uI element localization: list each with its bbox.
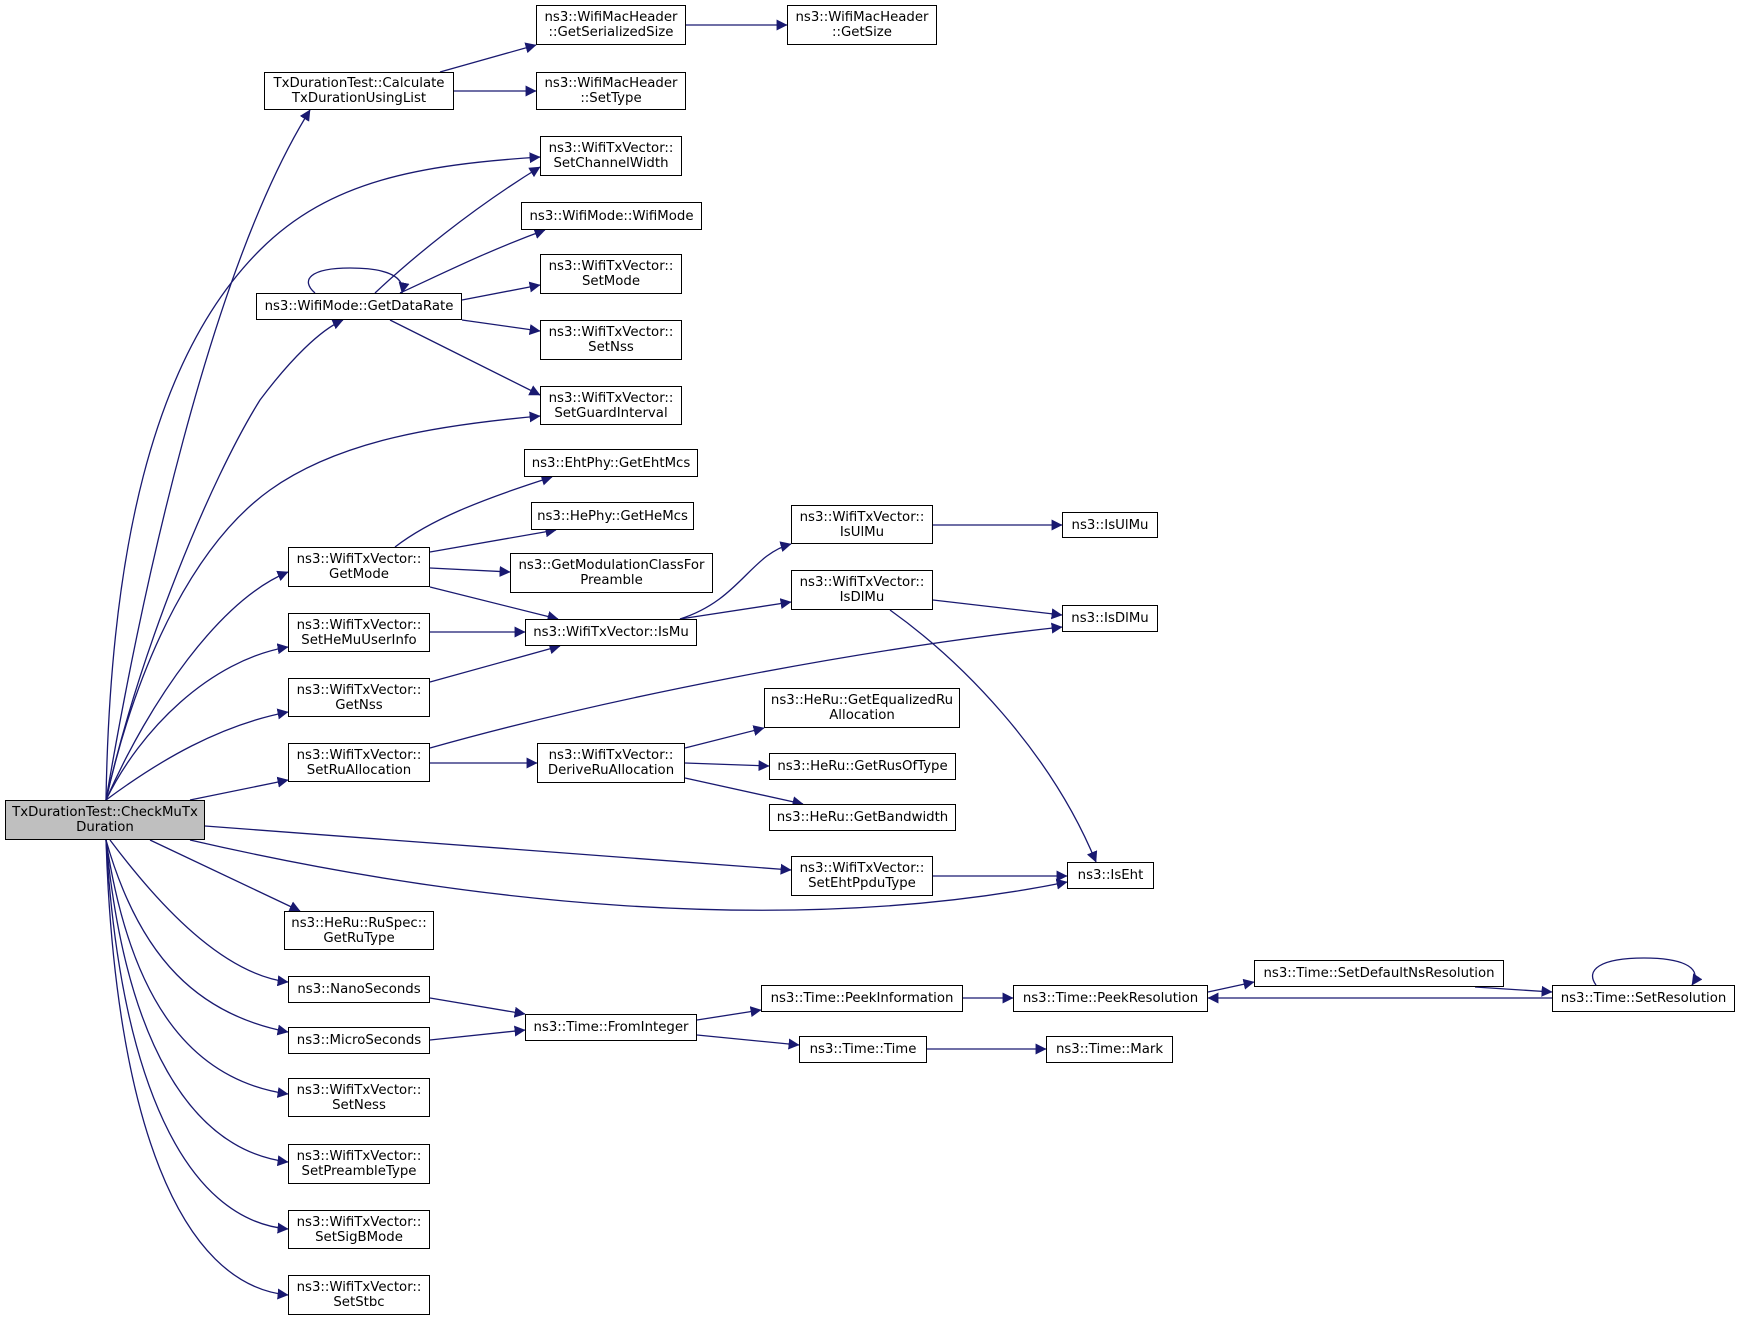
edge-peekres-to-setdefres <box>1207 978 1255 993</box>
node-frominteger[interactable]: ns3::Time::FromInteger <box>525 1014 697 1041</box>
edge-check-to-getmode <box>105 570 289 801</box>
node-getrus[interactable]: ns3::HeRu::GetRusOfType <box>769 753 956 780</box>
edge-frominteger-to-timetime <box>696 1034 800 1050</box>
edges-layer <box>105 19 1703 1300</box>
edge-check-to-setehtppdu <box>204 825 792 875</box>
edge-tvisdlmu-to-iseht <box>889 609 1098 863</box>
node-setdefres[interactable]: ns3::Time::SetDefaultNsResolution <box>1254 960 1504 987</box>
edge-check-to-iseht <box>189 839 1068 911</box>
node-getsize[interactable]: ns3::WifiMacHeader ::GetSize <box>787 5 937 45</box>
node-setmode[interactable]: ns3::WifiTxVector:: SetMode <box>540 254 682 294</box>
node-setsigb[interactable]: ns3::WifiTxVector:: SetSigBMode <box>288 1210 430 1249</box>
node-deriveru[interactable]: ns3::WifiTxVector:: DeriveRuAllocation <box>537 743 685 783</box>
node-setnss[interactable]: ns3::WifiTxVector:: SetNss <box>540 320 682 360</box>
edge-ismu-to-tvisdlmu <box>679 598 792 620</box>
edge-getdr-to-getdr <box>307 267 410 294</box>
node-setru[interactable]: ns3::WifiTxVector:: SetRuAllocation <box>288 743 430 782</box>
node-timetime[interactable]: ns3::Time::Time <box>799 1036 927 1063</box>
node-isdlmu[interactable]: ns3::IsDlMu <box>1062 605 1158 632</box>
edge-getnss-to-ismu <box>429 643 561 683</box>
edge-check-to-setstbc <box>105 839 289 1300</box>
edge-check-to-setsigb <box>105 839 289 1234</box>
edge-ismu-to-tvisulmu <box>679 541 792 620</box>
node-timemark[interactable]: ns3::Time::Mark <box>1046 1036 1173 1063</box>
node-getnss[interactable]: ns3::WifiTxVector:: GetNss <box>288 678 430 717</box>
node-setpreamble[interactable]: ns3::WifiTxVector:: SetPreambleType <box>288 1144 430 1184</box>
edge-check-to-setru <box>189 776 289 801</box>
node-wifimode[interactable]: ns3::WifiMode::WifiMode <box>521 202 702 230</box>
edge-check-to-setheuser <box>105 643 289 801</box>
node-setehtppdu[interactable]: ns3::WifiTxVector:: SetEhtPpduType <box>791 856 933 896</box>
edge-setres-to-setres <box>1591 957 1703 986</box>
edge-check-to-getdr <box>105 319 344 801</box>
node-nanosec[interactable]: ns3::NanoSeconds <box>288 976 430 1003</box>
node-setgi[interactable]: ns3::WifiTxVector:: SetGuardInterval <box>540 386 682 425</box>
edge-tvisdlmu-to-isdlmu <box>932 599 1063 620</box>
edge-check-to-nanosec <box>109 839 289 987</box>
node-getmode[interactable]: ns3::WifiTxVector:: GetMode <box>288 547 430 587</box>
edge-check-to-setpreamble <box>105 839 289 1167</box>
node-getbw[interactable]: ns3::HeRu::GetBandwidth <box>769 804 956 831</box>
node-getmodclass[interactable]: ns3::GetModulationClassFor Preamble <box>510 553 713 593</box>
edge-getdr-to-wifimode <box>399 228 546 294</box>
node-check[interactable]: TxDurationTest::CheckMuTx Duration <box>5 800 205 840</box>
edge-check-to-getnss <box>105 708 289 801</box>
node-tvisdlmu[interactable]: ns3::WifiTxVector:: IsDlMu <box>791 570 933 610</box>
node-getser[interactable]: ns3::WifiMacHeader ::GetSerializedSize <box>536 5 686 45</box>
node-isulmu[interactable]: ns3::IsUlMu <box>1062 512 1158 538</box>
node-geteqru[interactable]: ns3::HeRu::GetEqualizedRu Allocation <box>764 688 960 728</box>
edge-getmode-to-ismu <box>429 586 559 622</box>
edge-setru-to-isdlmu <box>429 622 1063 749</box>
node-microsec[interactable]: ns3::MicroSeconds <box>288 1027 430 1054</box>
edge-microsec-to-frominteger <box>429 1025 526 1041</box>
edge-getdr-to-setcw <box>374 166 541 294</box>
node-tvisulmu[interactable]: ns3::WifiTxVector:: IsUlMu <box>791 505 933 544</box>
edge-getmode-to-gethemcs <box>429 526 557 553</box>
node-setstbc[interactable]: ns3::WifiTxVector:: SetStbc <box>288 1275 430 1315</box>
edge-setdefres-to-setres <box>1474 985 1553 997</box>
edge-check-to-getrutype <box>149 839 301 912</box>
node-peekinfo[interactable]: ns3::Time::PeekInformation <box>761 985 963 1012</box>
node-getdr[interactable]: ns3::WifiMode::GetDataRate <box>256 293 462 320</box>
edge-getmode-to-getmodclass <box>429 565 511 577</box>
edge-check-to-microsec <box>105 839 289 1036</box>
edge-getmode-to-getehtmcs <box>394 474 553 548</box>
node-setcw[interactable]: ns3::WifiTxVector:: SetChannelWidth <box>540 136 682 176</box>
node-settype[interactable]: ns3::WifiMacHeader ::SetType <box>536 72 686 110</box>
edge-check-to-setcw <box>105 152 541 801</box>
edge-check-to-calc <box>105 109 311 801</box>
edge-calc-to-getser <box>439 42 537 73</box>
edge-getdr-to-setgi <box>389 319 541 396</box>
node-ismu[interactable]: ns3::WifiTxVector::IsMu <box>525 619 697 646</box>
node-setheuser[interactable]: ns3::WifiTxVector:: SetHeMuUserInfo <box>288 613 430 652</box>
edge-getdr-to-setnss <box>461 319 541 335</box>
node-getrutype[interactable]: ns3::HeRu::RuSpec:: GetRuType <box>284 911 434 950</box>
node-setres[interactable]: ns3::Time::SetResolution <box>1552 985 1735 1012</box>
edge-frominteger-to-peekinfo <box>696 1006 762 1021</box>
node-peekres[interactable]: ns3::Time::PeekResolution <box>1013 985 1208 1012</box>
edge-check-to-setgi <box>105 411 541 801</box>
edge-deriveru-to-geteqru <box>684 725 765 749</box>
edge-check-to-setness <box>105 839 289 1098</box>
edge-getdr-to-setmode <box>461 281 541 301</box>
edge-deriveru-to-getbw <box>684 777 804 808</box>
edge-deriveru-to-getrus <box>684 760 770 772</box>
node-calc[interactable]: TxDurationTest::Calculate TxDurationUsin… <box>264 72 454 110</box>
node-gethemcs[interactable]: ns3::HePhy::GetHeMcs <box>531 502 694 530</box>
node-setness[interactable]: ns3::WifiTxVector:: SetNess <box>288 1078 430 1117</box>
edge-nanosec-to-frominteger <box>429 997 526 1018</box>
node-iseht[interactable]: ns3::IsEht <box>1067 862 1154 889</box>
node-getehtmcs[interactable]: ns3::EhtPhy::GetEhtMcs <box>524 449 698 477</box>
